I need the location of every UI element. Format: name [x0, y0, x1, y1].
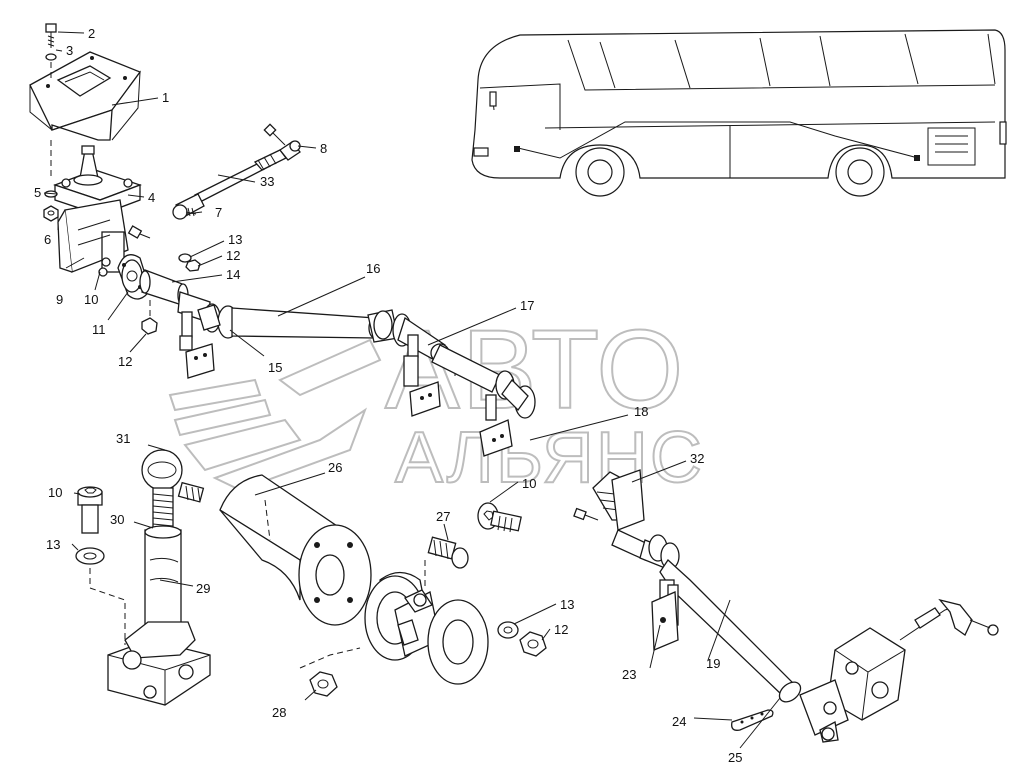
callout-19: 19 [706, 656, 720, 671]
part-30-threaded-stud [152, 487, 174, 531]
part-27-stud [427, 536, 469, 569]
callout-1: 1 [162, 90, 169, 105]
part-19-shaft [639, 534, 802, 703]
callout-25: 25 [728, 750, 742, 765]
callout-7: 7 [215, 205, 222, 220]
part-4-shift-base [53, 145, 142, 277]
callout-8: 8 [320, 141, 327, 156]
part-bolt-13-a [127, 225, 151, 239]
part-3-washer [45, 53, 57, 61]
callout-29: 29 [196, 581, 210, 596]
part-31-ball-socket [141, 449, 205, 503]
callout-31: 31 [116, 431, 130, 446]
part-washer-13-b [178, 253, 201, 272]
part-13-washer-c [497, 621, 519, 639]
callout-3: 3 [66, 43, 73, 58]
part-32-bellows [573, 469, 651, 561]
part-29-cylinder [144, 525, 182, 626]
callout-30: 30 [110, 512, 124, 527]
callout-10: 10 [522, 476, 536, 491]
part-8-ball-joint [263, 123, 301, 161]
watermark-line2: АЛЬЯНС [395, 418, 704, 498]
callout-5: 5 [34, 185, 41, 200]
part-26-housing [219, 474, 372, 626]
callout-16: 16 [366, 261, 380, 276]
callout-13: 13 [46, 537, 60, 552]
part-6-nut [43, 205, 59, 222]
callout-24: 24 [672, 714, 686, 729]
part-base-mount [107, 621, 211, 706]
callout-6: 6 [44, 232, 51, 247]
part-10-bolt-b [477, 502, 522, 533]
bracket-a [179, 311, 215, 379]
bus-overview [471, 29, 1007, 197]
callout-13: 13 [560, 597, 574, 612]
callout-18: 18 [634, 404, 648, 419]
callout-27: 27 [436, 509, 450, 524]
part-12-nut-c [519, 631, 547, 657]
callout-13: 13 [228, 232, 242, 247]
callout-12: 12 [118, 354, 132, 369]
callout-11: 11 [92, 322, 106, 337]
callout-10: 10 [84, 292, 98, 307]
callout-labels: 2 3 1 5 6 4 9 10 11 12 13 12 14 8 33 7 1… [34, 26, 742, 765]
part-1-cover [29, 51, 142, 141]
leader-lines [43, 31, 781, 749]
part-10-bolt-a [77, 486, 103, 534]
callout-4: 4 [148, 190, 155, 205]
callout-12: 12 [554, 622, 568, 637]
callout-2: 2 [88, 26, 95, 41]
callout-28: 28 [272, 705, 286, 720]
part-7-rod-end [172, 204, 197, 220]
part-24-plate [731, 709, 774, 731]
callout-12: 12 [226, 248, 240, 263]
callout-17: 17 [520, 298, 534, 313]
callout-23: 23 [622, 667, 636, 682]
bracket-c [479, 394, 513, 457]
callout-26: 26 [328, 460, 342, 475]
callout-15: 15 [268, 360, 282, 375]
part-18-shaft [431, 344, 536, 419]
watermark-line1: АВТО [385, 307, 685, 432]
callout-33: 33 [260, 174, 274, 189]
part-12-nut-a [141, 317, 158, 335]
callout-10: 10 [48, 485, 62, 500]
gearbox-actuator [799, 598, 999, 743]
callout-9: 9 [56, 292, 63, 307]
part-13-washer-a [75, 547, 105, 565]
part-28-nut [309, 671, 338, 697]
callout-14: 14 [226, 267, 240, 282]
coupling-flange-assembly [364, 571, 489, 685]
part-16-shaft [231, 307, 382, 339]
callout-32: 32 [690, 451, 704, 466]
bracket-d [651, 579, 679, 651]
part-2-screw [45, 23, 57, 48]
bracket-b [403, 334, 441, 417]
